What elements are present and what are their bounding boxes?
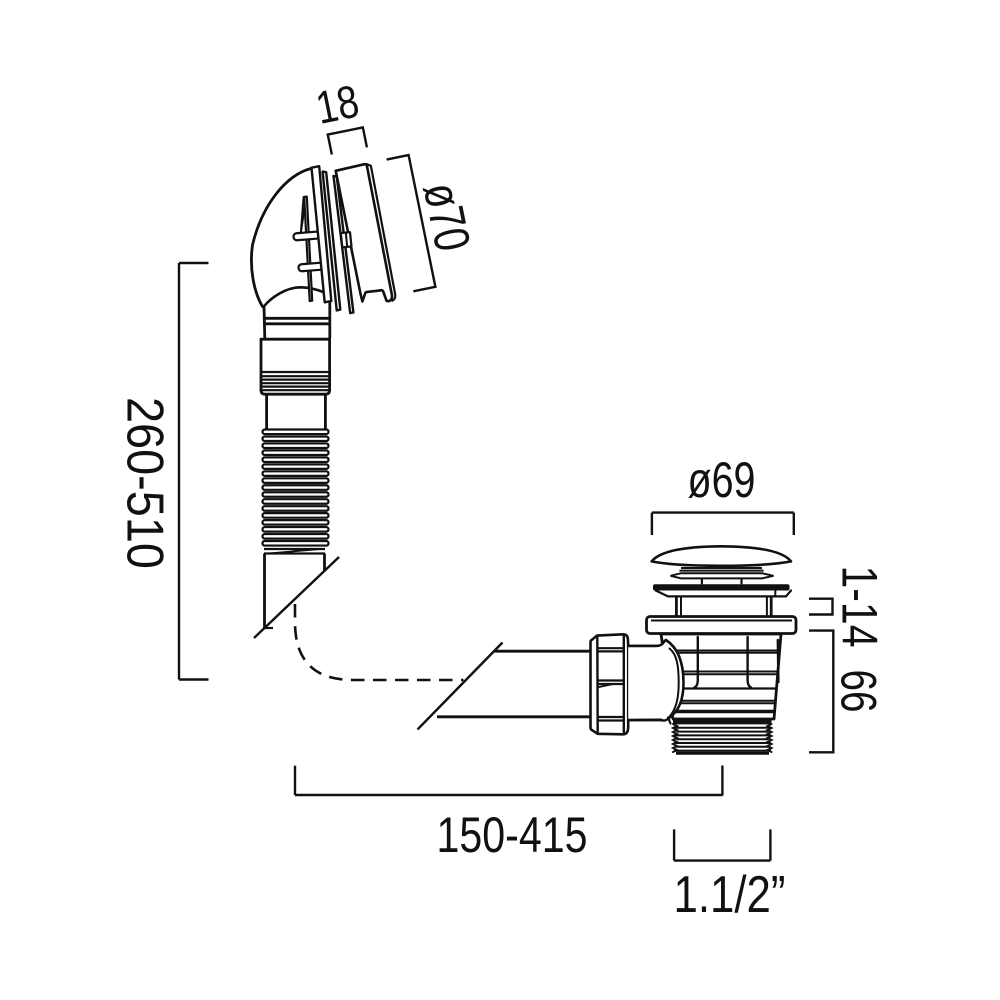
svg-text:260-510: 260-510 <box>116 397 174 569</box>
svg-text:66: 66 <box>830 670 886 713</box>
svg-text:1.1/2”: 1.1/2” <box>674 866 786 924</box>
svg-text:18: 18 <box>312 75 364 134</box>
svg-text:1-14: 1-14 <box>831 566 887 648</box>
svg-text:ø70: ø70 <box>413 178 481 256</box>
svg-text:ø69: ø69 <box>688 452 756 508</box>
svg-text:150-415: 150-415 <box>437 807 588 863</box>
